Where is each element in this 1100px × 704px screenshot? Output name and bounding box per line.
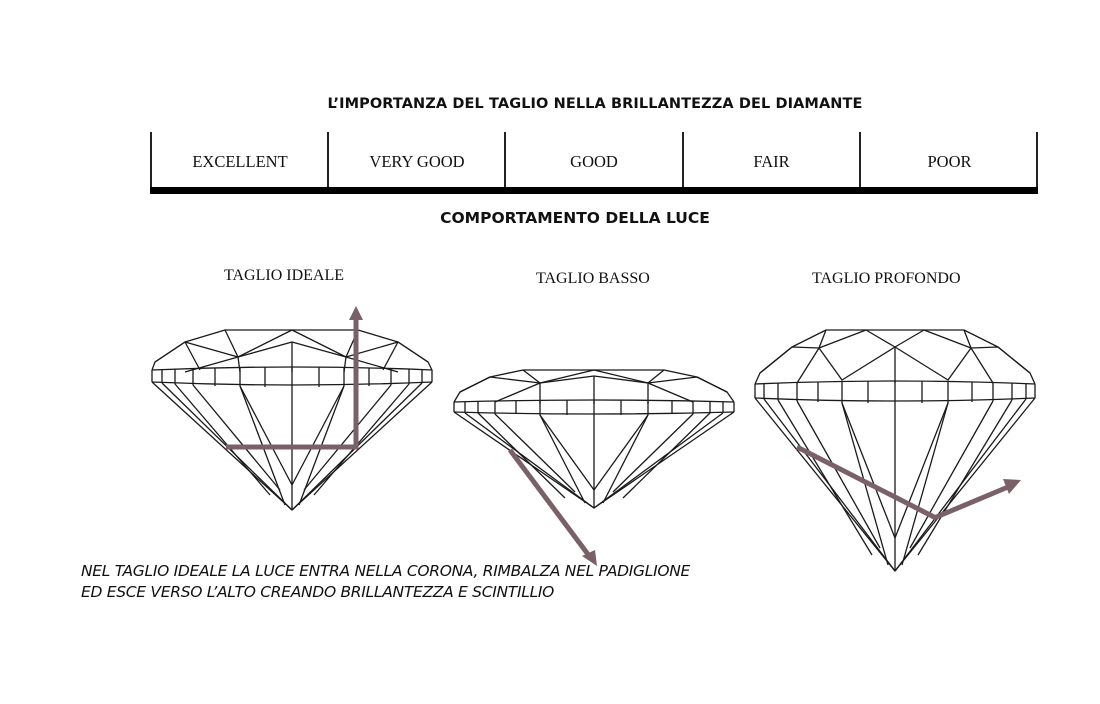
scale-baseline-bar — [150, 187, 1038, 194]
section-subtitle: COMPORTAMENTO DELLA LUCE — [440, 209, 710, 227]
diamond-ideal-cut — [151, 329, 433, 511]
diamond-shallow-cut — [453, 369, 735, 509]
grade-good: GOOD — [504, 132, 682, 188]
caption-line-1: NEL TAGLIO IDEALE LA LUCE ENTRA NELLA CO… — [81, 562, 691, 580]
label-ideal-cut: TAGLIO IDEALE — [224, 267, 345, 284]
cut-grade-scale: EXCELLENT VERY GOOD GOOD FAIR POOR — [150, 132, 1038, 194]
caption-line-2: ED ESCE VERSO L’ALTO CREANDO BRILLANTEZZ… — [81, 583, 555, 601]
label-shallow-cut: TAGLIO BASSO — [536, 270, 650, 287]
grade-excellent: EXCELLENT — [150, 132, 328, 188]
light-ray-deep-cut — [795, 282, 1021, 521]
light-ray-shallow-cut — [507, 288, 597, 566]
caption-text: NEL TAGLIO IDEALE LA LUCE ENTRA NELLA CO… — [81, 561, 690, 603]
grade-very-good: VERY GOOD — [327, 132, 505, 188]
page-title: L’IMPORTANZA DEL TAGLIO NELLA BRILLANTEZ… — [327, 96, 863, 112]
label-deep-cut: TAGLIO PROFONDO — [812, 270, 961, 287]
grade-fair: FAIR — [682, 132, 859, 188]
light-ray-ideal-cut — [225, 285, 363, 450]
grade-poor: POOR — [859, 132, 1038, 188]
scale-end-divider — [1036, 132, 1038, 188]
